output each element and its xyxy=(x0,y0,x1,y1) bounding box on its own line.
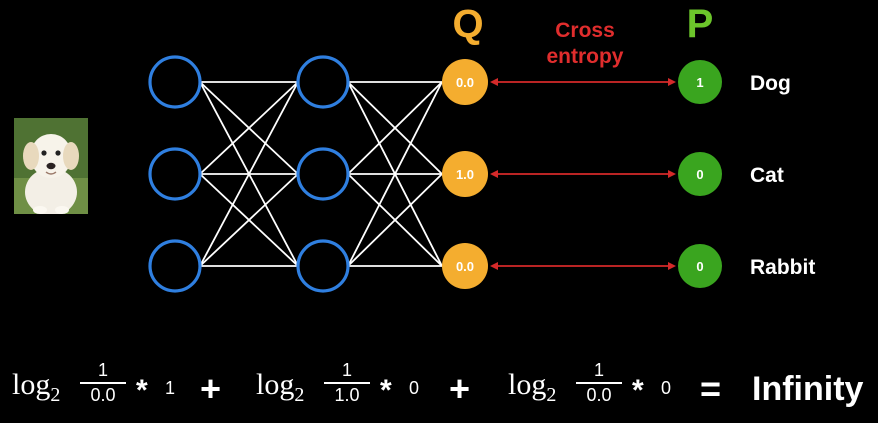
cross-entropy-arrows xyxy=(490,78,676,270)
log-term-1: log2 xyxy=(12,368,60,407)
q-node-2 xyxy=(442,151,488,197)
plus-sign-1: + xyxy=(200,368,222,409)
p-node-2 xyxy=(678,152,722,196)
cross-entropy-formula: log2 1 0.0 * 1 + log2 1 1.0 * 0 + log2 1… xyxy=(0,360,878,423)
log-base-subscript: 2 xyxy=(294,384,305,406)
hidden-node-l1-2 xyxy=(148,147,202,201)
hidden-node-l2-2 xyxy=(296,147,350,201)
edge-l1-3-1 xyxy=(199,81,299,267)
fraction-3-denominator: 0.0 xyxy=(586,385,612,405)
q-node-1 xyxy=(442,59,488,105)
multiplier-2: 0 xyxy=(409,378,420,398)
q-node-3 xyxy=(442,243,488,289)
multiplier-3: 0 xyxy=(661,378,672,398)
multiply-symbol-2: * xyxy=(380,374,392,407)
class-label-rabbit: Rabbit xyxy=(750,256,816,279)
edge-l1-3-2 xyxy=(199,173,299,267)
hidden-node-l2-3 xyxy=(296,239,350,293)
network-nodes: 0.0 1 1.0 0 0.0 0 xyxy=(148,55,722,293)
hidden-node-l1-3 xyxy=(148,239,202,293)
class-label-cat: Cat xyxy=(750,164,784,187)
fraction-2: 1 1.0 xyxy=(324,360,370,406)
p-value-1: 1 xyxy=(696,75,703,90)
class-label-dog: Dog xyxy=(750,72,791,95)
log-base-subscript: 2 xyxy=(50,384,61,406)
p-node-1 xyxy=(678,60,722,104)
fraction-3: 1 0.0 xyxy=(576,360,622,406)
fraction-3-numerator: 1 xyxy=(576,360,622,384)
fraction-1-numerator: 1 xyxy=(80,360,126,384)
edge-l2-3-2 xyxy=(347,173,443,267)
q-value-3: 0.0 xyxy=(456,259,474,274)
log-term-2: log2 xyxy=(256,368,304,407)
puppy-image xyxy=(14,118,88,214)
log-text: log xyxy=(508,368,547,401)
equals-sign: = xyxy=(700,368,722,409)
cross-entropy-line1: Cross xyxy=(555,19,615,42)
fraction-2-numerator: 1 xyxy=(324,360,370,384)
fraction-1: 1 0.0 xyxy=(80,360,126,406)
log-base-subscript: 2 xyxy=(546,384,557,406)
hidden-node-l2-1 xyxy=(296,55,350,109)
log-text: log xyxy=(256,368,295,401)
log-term-3: log2 xyxy=(508,368,556,407)
q-header: Q xyxy=(452,2,484,46)
edge-l2-2-1 xyxy=(347,81,443,175)
network-edges xyxy=(199,81,443,267)
cross-entropy-line2: entropy xyxy=(546,45,624,68)
multiply-symbol-1: * xyxy=(136,374,148,407)
p-header: P xyxy=(686,2,714,46)
multiply-symbol-3: * xyxy=(632,374,644,407)
multiplier-1: 1 xyxy=(165,378,176,398)
q-value-1: 0.0 xyxy=(456,75,474,90)
p-value-2: 0 xyxy=(696,167,703,182)
edge-l2-3-1 xyxy=(347,81,443,267)
formula-result: Infinity xyxy=(752,370,864,408)
fraction-1-denominator: 0.0 xyxy=(90,385,116,405)
p-node-3 xyxy=(678,244,722,288)
edge-l1-2-1 xyxy=(199,81,299,175)
network-diagram: 0.0 1 1.0 0 0.0 0 xyxy=(148,55,722,293)
q-value-2: 1.0 xyxy=(456,167,474,182)
fraction-2-denominator: 1.0 xyxy=(334,385,360,405)
plus-sign-2: + xyxy=(449,368,471,409)
p-value-3: 0 xyxy=(696,259,703,274)
hidden-node-l1-1 xyxy=(148,55,202,109)
cross-entropy-label: Cross entropy xyxy=(520,18,650,70)
log-text: log xyxy=(12,368,51,401)
